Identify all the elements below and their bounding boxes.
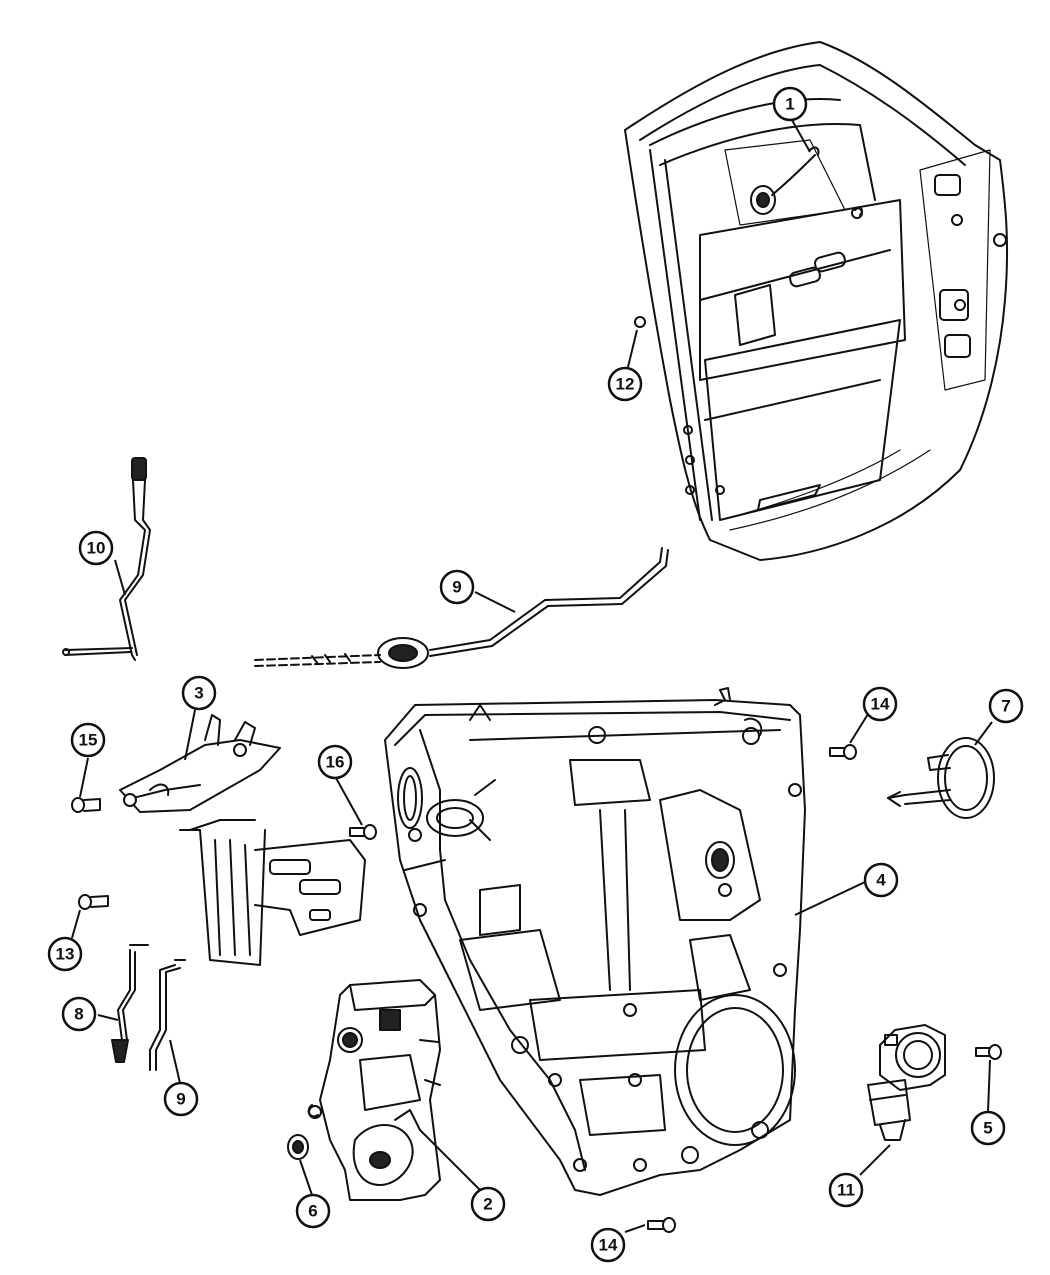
part-13-bolt [78,894,109,910]
callout-10-label: 10 [87,539,106,558]
callout-5: 5 [970,1110,1006,1146]
callout-1: 1 [772,86,808,122]
callout-11: 11 [828,1172,864,1208]
callout-7-label: 7 [1001,697,1010,716]
callout-14-upper-label: 14 [871,695,890,714]
callout-14-lower: 14 [590,1227,626,1263]
callout-13-label: 13 [56,945,75,964]
leader-lines [71,119,993,1233]
part-11-window-motor [867,1024,946,1141]
callout-9-lower: 9 [163,1081,199,1117]
part-7-speaker-ring [887,737,995,819]
callout-3-label: 3 [194,684,203,703]
callouts: 1 2 3 4 5 6 7 8 [47,86,1024,1263]
callout-12-label: 12 [616,375,635,394]
part-3-bracket [119,714,366,966]
callout-16-label: 16 [326,753,345,772]
callout-1-label: 1 [785,95,794,114]
callout-12: 12 [607,366,643,402]
callout-2-label: 2 [483,1195,492,1214]
part-16-bolt [349,824,377,840]
part-4-module-carrier [384,687,806,1196]
callout-4-label: 4 [876,871,886,890]
callout-8-label: 8 [74,1005,83,1024]
callout-3: 3 [181,675,217,711]
callout-14-upper: 14 [862,686,898,722]
callout-8: 8 [61,996,97,1032]
callout-9-lower-label: 9 [176,1090,185,1109]
callout-4: 4 [863,862,899,898]
callout-15-label: 15 [79,731,98,750]
callout-16: 16 [317,744,353,780]
callout-6-label: 6 [308,1202,317,1221]
part-5-bolt [975,1044,1002,1060]
part-14-bolt-upper [829,744,857,760]
callout-5-label: 5 [983,1119,992,1138]
part-9-rod-upper [254,547,669,669]
callout-9-upper-label: 9 [452,578,461,597]
part-14-bolt-lower [647,1217,676,1233]
callout-13: 13 [47,936,83,972]
part-2-latch [307,979,441,1201]
callout-6: 6 [295,1193,331,1229]
part-15-bolt [71,797,101,813]
part-6-nut [287,1134,309,1160]
callout-9-upper: 9 [439,569,475,605]
callout-2: 2 [470,1186,506,1222]
callout-15: 15 [70,722,106,758]
part-9-rod-lower [149,959,186,1071]
callout-14-lower-label: 14 [599,1236,618,1255]
part-10-rod [62,457,151,661]
callout-10: 10 [78,530,114,566]
part-8-rod [111,944,149,1063]
callout-11-label: 11 [837,1181,855,1200]
callout-7: 7 [988,688,1024,724]
door-shell [624,41,1009,561]
